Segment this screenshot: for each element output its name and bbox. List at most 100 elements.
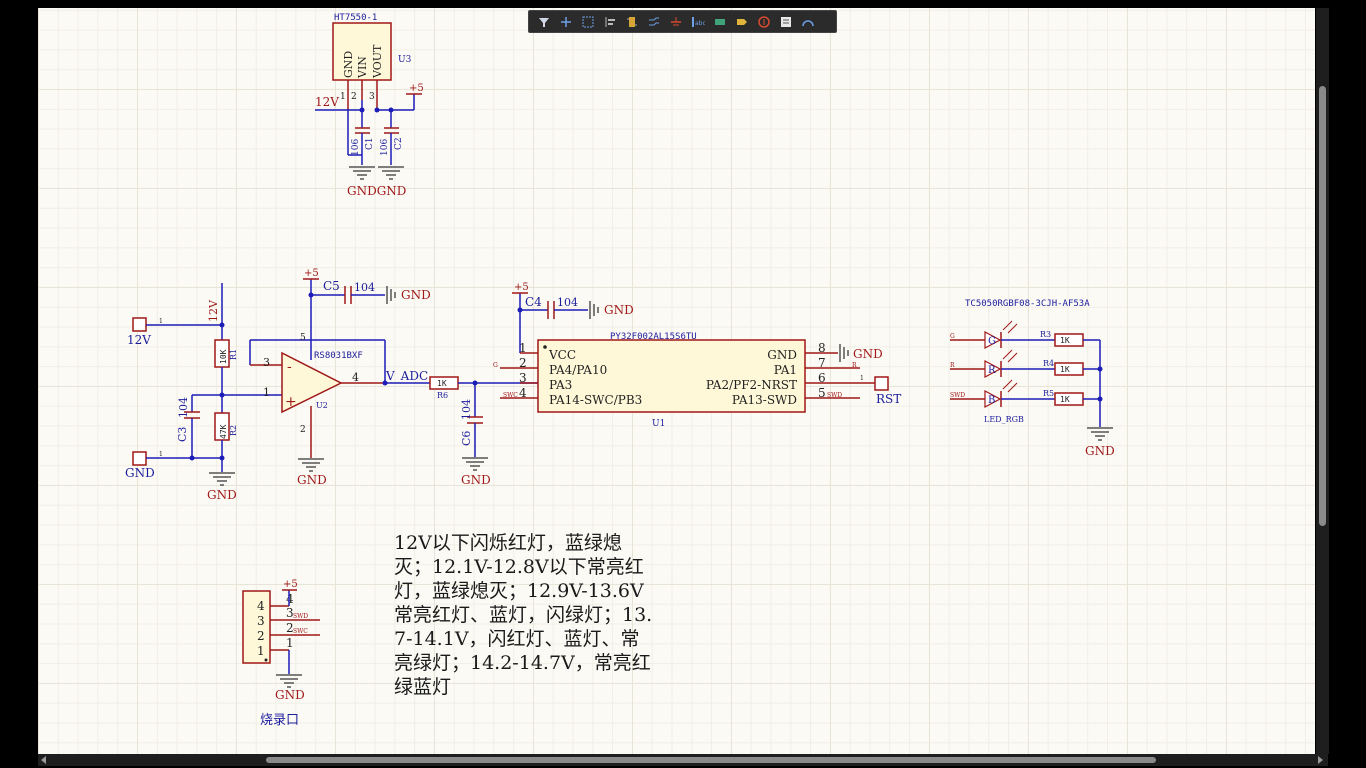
- u3-pin-vin: VIN: [356, 56, 369, 79]
- svg-text:PA3: PA3: [549, 378, 572, 392]
- svg-text:+5: +5: [304, 268, 319, 279]
- svg-text:4: 4: [519, 386, 527, 400]
- svg-text:PA1: PA1: [774, 363, 797, 377]
- svg-text:PA13-SWD: PA13-SWD: [732, 393, 797, 407]
- svg-text:PA14-SWC/PB3: PA14-SWC/PB3: [549, 393, 642, 407]
- svg-text:B: B: [988, 395, 995, 406]
- svg-text:SWC: SWC: [503, 392, 518, 399]
- svg-text:R2: R2: [229, 425, 238, 436]
- svg-text:1: 1: [159, 318, 163, 325]
- svg-text:GND: GND: [853, 347, 883, 361]
- port-12v-label: 12V: [127, 333, 151, 347]
- ground-icon: [208, 472, 236, 486]
- led-designator: LED_RGB: [984, 415, 1024, 424]
- svg-text:-: -: [287, 359, 292, 375]
- schematic-canvas[interactable]: HT7550-1 GND VIN VOUT U3 2 1 3 12V +5: [38, 8, 1315, 754]
- svg-text:PA2/PF2-NRST: PA2/PF2-NRST: [706, 378, 797, 392]
- u3-regulator[interactable]: HT7550-1 GND VIN VOUT U3 2 1 3 12V +5: [315, 13, 424, 198]
- svg-text:10K: 10K: [219, 349, 228, 364]
- svg-text:R4: R4: [1043, 359, 1054, 368]
- svg-text:2: 2: [300, 425, 306, 435]
- horizontal-scroll-thumb[interactable]: [266, 757, 1156, 763]
- svg-text:7: 7: [818, 356, 826, 370]
- led-part: TC5050RGBF08-3CJH-AF53A: [965, 299, 1090, 309]
- svg-text:47K: 47K: [219, 424, 228, 439]
- svg-text:1: 1: [159, 451, 163, 458]
- c1-value: 106: [351, 139, 361, 156]
- c2-value: 106: [380, 139, 390, 156]
- port-rst[interactable]: [874, 376, 889, 391]
- behavior-note: 12V以下闪烁红灯，蓝绿熄灭；12.1V-12.8V以下常亮红灯，蓝绿熄灭；12…: [394, 532, 653, 698]
- component-icon[interactable]: [621, 12, 642, 31]
- arc-icon[interactable]: [797, 12, 818, 31]
- svg-text:4: 4: [286, 592, 294, 606]
- ground-icon: [348, 166, 376, 180]
- u1-body: [537, 339, 806, 413]
- u1-designator: U1: [652, 419, 665, 429]
- led-channel-r: R R R4 1K: [950, 349, 1100, 378]
- svg-text:GND: GND: [1085, 444, 1115, 458]
- port-rst-label: RST: [876, 392, 901, 406]
- text-frame-icon[interactable]: [775, 12, 796, 31]
- u2-opamp-body: [281, 351, 343, 414]
- u3-pin-gnd: GND: [342, 51, 355, 78]
- svg-text:+5: +5: [514, 282, 529, 293]
- schematic-sheet[interactable]: HT7550-1 GND VIN VOUT U3 2 1 3 12V +5: [38, 8, 1315, 754]
- svg-text:5: 5: [300, 333, 306, 343]
- ground-icon: [377, 166, 405, 180]
- filter-icon[interactable]: [533, 12, 554, 31]
- svg-text:G: G: [950, 333, 955, 340]
- svg-text:SWD: SWD: [950, 392, 965, 399]
- port-icon[interactable]: [709, 12, 730, 31]
- svg-text:1: 1: [263, 386, 270, 399]
- schematic-toolbar: abc: [528, 10, 837, 33]
- bus-icon[interactable]: abc: [687, 12, 708, 31]
- programming-header[interactable]: 4 3 2 1 4 3 2 1 SWD SWC +5 GND: [242, 579, 320, 728]
- c6-value: 104: [460, 399, 473, 420]
- svg-text:SWD: SWD: [293, 613, 308, 620]
- c4-value: 104: [557, 296, 578, 309]
- svg-text:2: 2: [257, 629, 265, 643]
- svg-text:1: 1: [257, 644, 265, 658]
- ground-icon: [1086, 427, 1114, 441]
- svg-text:R: R: [852, 362, 857, 369]
- scroll-left-icon[interactable]: [41, 756, 46, 764]
- align-icon[interactable]: [599, 12, 620, 31]
- svg-text:abc: abc: [695, 20, 705, 27]
- svg-text:3: 3: [369, 92, 375, 102]
- svg-text:3: 3: [263, 356, 270, 369]
- c3-value: 104: [177, 397, 190, 418]
- svg-text:1K: 1K: [1060, 336, 1070, 345]
- ground-icon[interactable]: [665, 12, 686, 31]
- vertical-scroll-thumb[interactable]: [1319, 86, 1326, 526]
- opamp-section[interactable]: 1 12V 12V 10K R1 47K R2: [125, 268, 538, 502]
- svg-text:R5: R5: [1043, 389, 1054, 398]
- scroll-right-icon[interactable]: [1318, 756, 1323, 764]
- horizontal-scrollbar[interactable]: [38, 754, 1328, 766]
- svg-text:R3: R3: [1040, 330, 1051, 339]
- port-12v[interactable]: [132, 317, 147, 332]
- svg-text:GND: GND: [401, 288, 431, 302]
- select-rect-icon[interactable]: [577, 12, 598, 31]
- net-label-icon[interactable]: [731, 12, 752, 31]
- svg-text:GND: GND: [207, 488, 237, 502]
- svg-text:2: 2: [286, 621, 294, 635]
- vertical-scrollbar[interactable]: [1316, 8, 1329, 754]
- svg-text:GND: GND: [767, 348, 797, 362]
- net-12v: 12V: [207, 299, 220, 322]
- u1-part: PY32F002AL15S6TU: [610, 332, 697, 342]
- u1-mcu[interactable]: +5 C4 104 GND PY32F002AL15S6TU U1: [493, 282, 901, 429]
- ground-icon: [839, 343, 849, 363]
- plus-icon[interactable]: [555, 12, 576, 31]
- svg-text:GND: GND: [275, 688, 305, 702]
- svg-text:5: 5: [818, 386, 826, 400]
- no-erc-icon[interactable]: [753, 12, 774, 31]
- port-gnd[interactable]: [132, 451, 147, 466]
- svg-text:8: 8: [818, 341, 826, 355]
- c6-designator: C6: [460, 431, 473, 446]
- svg-text:GND: GND: [604, 303, 634, 317]
- rgb-led[interactable]: TC5050RGBF08-3CJH-AF53A LED_RGB G G R3 1…: [950, 299, 1115, 458]
- net-icon[interactable]: [643, 12, 664, 31]
- svg-text:3: 3: [257, 614, 265, 628]
- u3-output-net: +5: [409, 83, 424, 94]
